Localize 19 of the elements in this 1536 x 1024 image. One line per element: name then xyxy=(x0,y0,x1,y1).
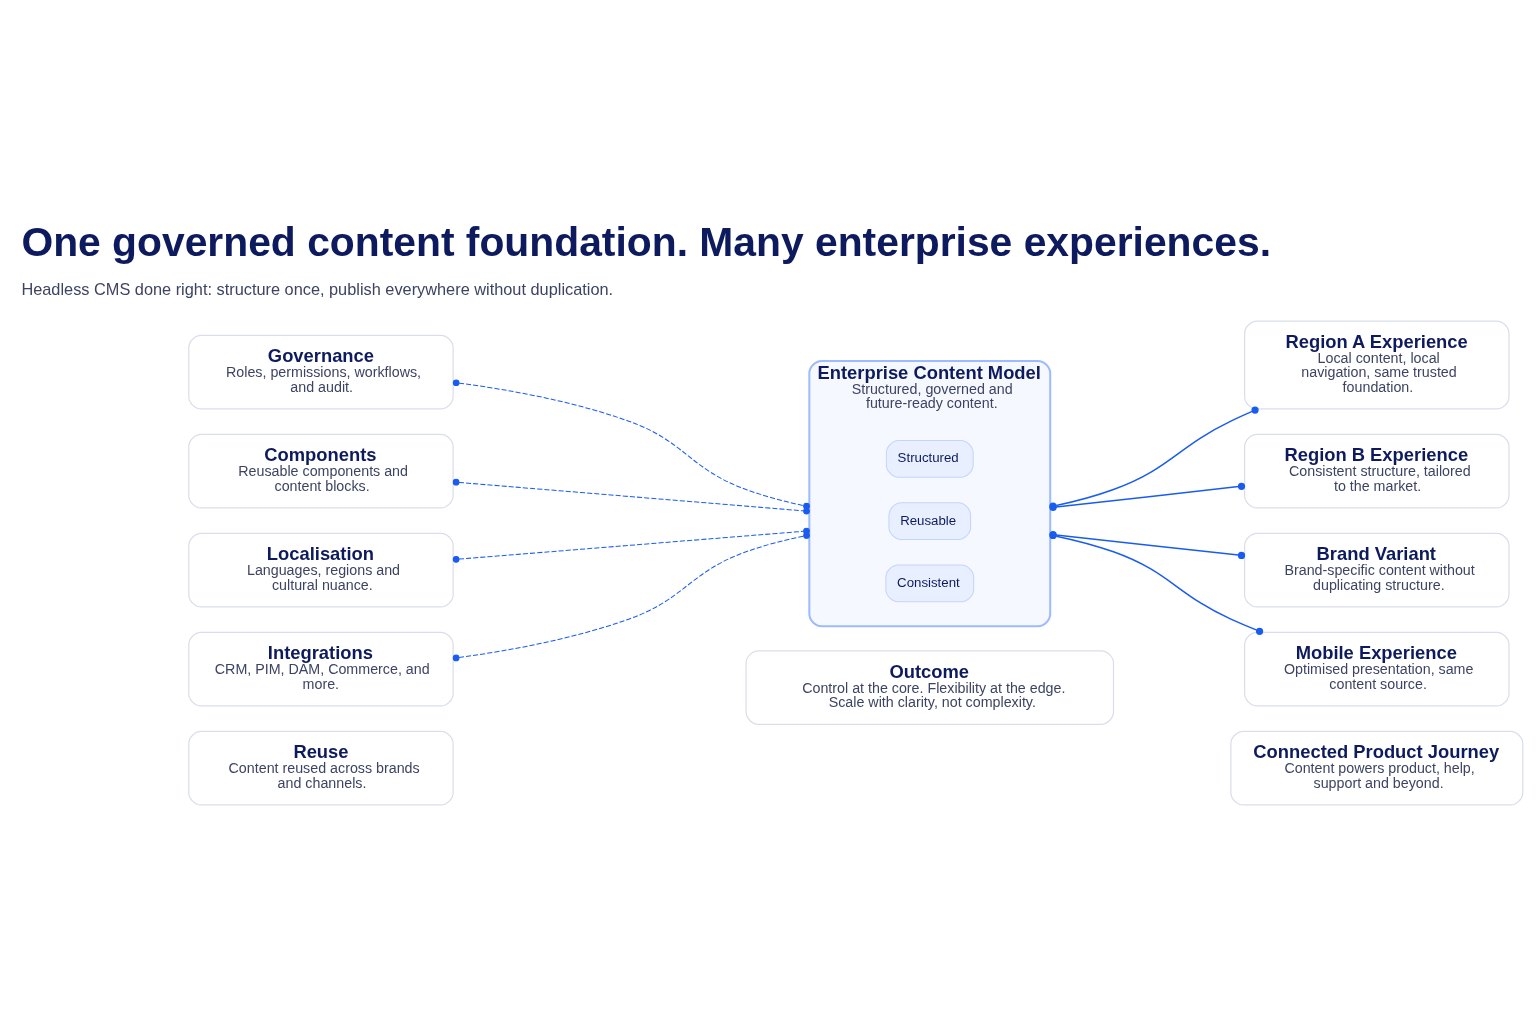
node-box: Localisation Languages, regions and cultural nuance. xyxy=(188,532,454,607)
node-box: Mobile Experience Optimised presentation, same content source. xyxy=(1244,631,1510,706)
node-box: Region B Experience Consistent structure, tailored to the market. xyxy=(1244,433,1510,509)
node-box: Structured xyxy=(885,439,974,478)
connector xyxy=(452,478,810,514)
node-box: Connected Product Journey Content powers product, help, support and beyond. xyxy=(1230,730,1524,806)
node-box: Integrations CRM, PIM, DAM, Commerce, and more. xyxy=(188,631,454,706)
node-box: Region A Experience Local content, local navigation, same trusted foundation. xyxy=(1244,320,1510,409)
node-box: Consistent xyxy=(885,564,975,602)
node-box: Reuse Content reused across brands and channels. xyxy=(188,730,454,806)
node-box: Governance Roles, permissions, workflows, and audit. xyxy=(188,334,454,409)
node-box: Reusable xyxy=(888,501,972,540)
diagram-title: One governed content foundation. Many enterprise experiences. xyxy=(21,218,1271,265)
node-box: Brand Variant Brand-specific content without duplicating structure. xyxy=(1244,532,1510,607)
connector xyxy=(452,531,810,661)
label: Headless CMS done right: structure once, publish everywhere without duplication. xyxy=(21,279,614,298)
node-box: Outcome Control at the core. Flexibility at the edge. Scale with clarity, not complexity. xyxy=(745,649,1115,725)
connector xyxy=(452,378,810,510)
node-box: Components Reusable components and content blocks. xyxy=(188,433,454,509)
